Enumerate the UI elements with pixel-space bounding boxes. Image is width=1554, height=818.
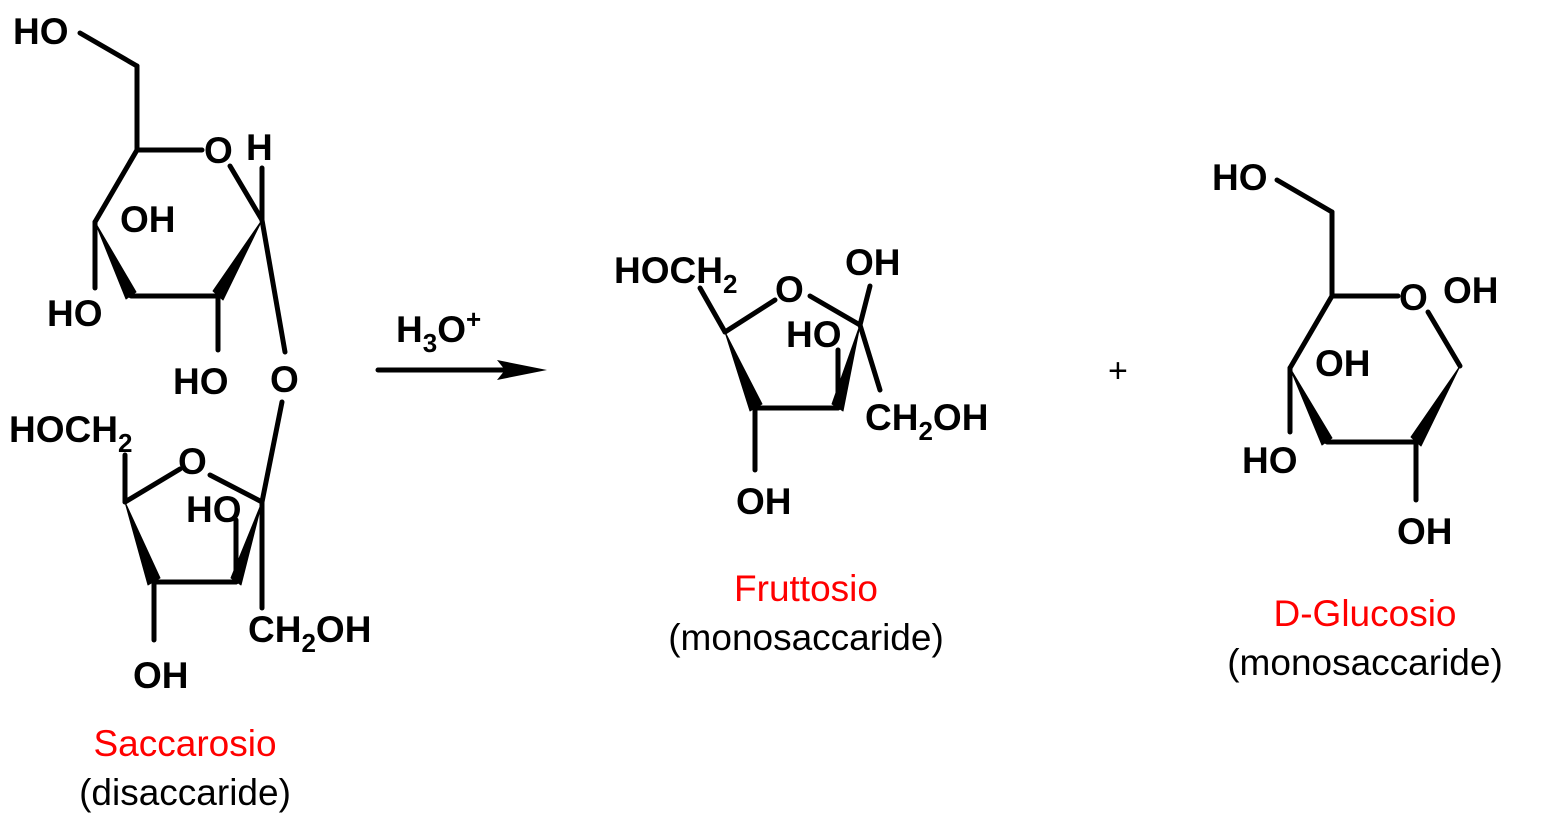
plus-sign: + [1108,352,1128,390]
atom-label: CH2OH [865,397,988,446]
glucose-name: D-Glucosio [1274,593,1457,634]
bond [92,147,140,225]
bond [207,472,265,505]
atom-text: CH [865,397,918,438]
sucrose-type: (disaccaride) [79,772,291,813]
atom-label: HOCH2 [9,409,132,458]
bond [722,297,778,335]
bond [259,399,285,505]
glucose-type: (monosaccaride) [1227,642,1503,683]
bond [259,217,288,355]
bond [807,293,863,328]
wedge-bond [724,331,763,412]
arrow-head [497,360,547,380]
bond [1287,293,1335,371]
atom-text: CH [248,609,301,650]
atom-text: HOC [9,409,91,450]
atom-text: OH [316,609,372,650]
atom-label: HO [186,489,242,530]
atom-label: CH2OH [248,609,371,658]
wedge-bond [212,219,263,301]
superscript: + [466,304,481,334]
bond [1425,309,1463,369]
bond [122,466,183,505]
ring-oxygen-label: O [1399,277,1428,318]
ring-oxygen-label: O [204,130,233,171]
atom-label: OH [845,242,901,283]
subscript: 2 [301,628,315,658]
atom-label: HO [1242,440,1298,481]
atom-text: OH [933,397,989,438]
atom-label: OH [736,481,792,522]
ring-oxygen-label: O [775,269,804,310]
bond [77,30,140,69]
sucrose-name: Saccarosio [93,723,276,764]
atom-label: HO [13,11,69,52]
atom-label: OH [133,655,189,696]
subscript: 3 [423,328,437,358]
atom-label: OH [120,199,176,240]
reagent-text: O [437,309,466,350]
fructose-type: (monosaccaride) [668,617,944,658]
atom-label: OH [1315,343,1371,384]
ring-oxygen-label: O [178,441,207,482]
glycosidic-oxygen-label: O [270,359,299,400]
atom-label: OH [1443,270,1499,311]
atom-text: HOC [614,250,696,291]
bond [1274,177,1335,215]
atom-label: HOCH2 [614,250,737,299]
reaction-arrow [375,360,547,380]
atom-text: H [696,250,723,291]
bond [857,283,873,328]
atom-label: H [246,127,273,168]
atom-label: HO [786,314,842,355]
reagent-label: H3O+ [396,304,481,358]
atom-text: H [91,409,118,450]
bond [227,163,265,223]
bond [857,322,883,393]
atom-label: HO [173,361,229,402]
wedge-bond [1410,365,1461,447]
fructose-structure: HOCH2 O OH HO CH2OH OH [614,242,988,522]
glucose-structure: HO O OH OH HO OH [1212,157,1499,552]
sucrose-structure: HO O H OH HO HO O HOCH2 O HO CH2OH OH [9,11,371,696]
reagent-text: H [396,309,423,350]
atom-label: HO [47,293,103,334]
fructose-name: Fruttosio [734,568,878,609]
subscript: 2 [118,428,132,458]
wedge-bond [124,501,161,586]
subscript: 2 [723,269,737,299]
atom-label: OH [1397,511,1453,552]
bond [697,285,728,335]
atom-label: HO [1212,157,1268,198]
subscript: 2 [918,416,932,446]
